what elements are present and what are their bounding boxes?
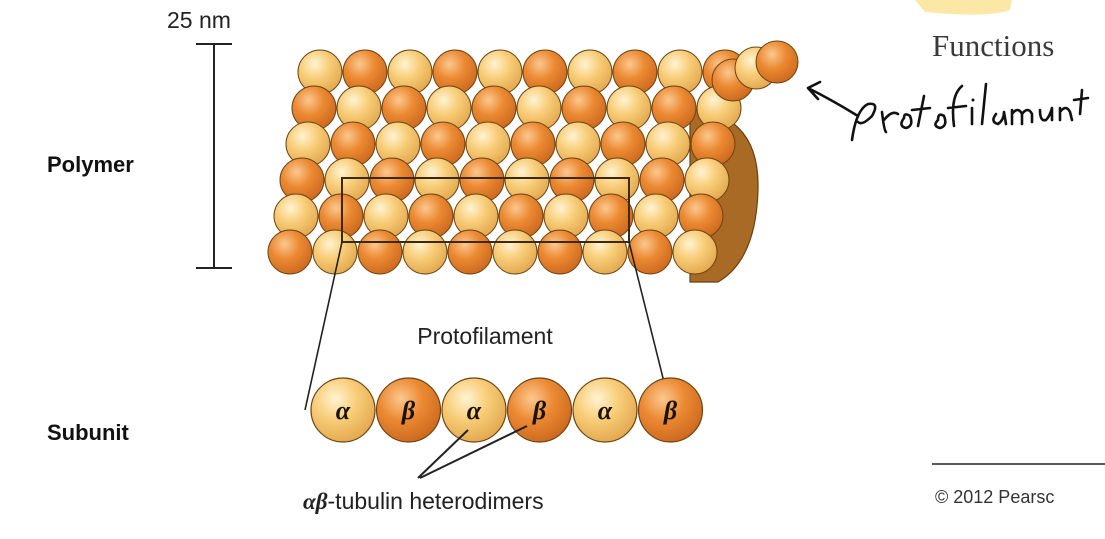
subunit-label: Subunit <box>47 420 130 445</box>
heterodimer-pointers <box>417 425 528 479</box>
beta-tubulin-subunit <box>375 377 442 443</box>
highlighter-mark <box>915 0 1012 15</box>
tubulin-bead <box>402 229 448 275</box>
alpha-symbol: α <box>336 396 351 425</box>
alpha-symbol: α <box>467 396 482 425</box>
microtubule-polymer <box>267 40 799 283</box>
polymer-label: Polymer <box>47 152 134 177</box>
beta-symbol: β <box>532 396 547 425</box>
tubulin-bead <box>627 229 673 275</box>
functions-heading: Functions <box>932 28 1054 63</box>
tubulin-bead <box>357 229 403 275</box>
scale-bar <box>196 43 232 269</box>
protofilament-tip-bead <box>755 40 799 84</box>
beta-tubulin-subunit <box>506 377 573 443</box>
tubulin-bead <box>267 229 313 275</box>
handwritten-arrow <box>806 80 860 118</box>
tubulin-bead <box>537 229 583 275</box>
copyright-text: © 2012 Pearsc <box>935 487 1054 507</box>
handwritten-protofilament-text <box>850 82 1090 142</box>
scale-bar-label: 25 nm <box>167 7 231 33</box>
beta-tubulin-subunit <box>637 377 704 443</box>
tubulin-bead <box>672 229 718 275</box>
heterodimer-prefix: αβ <box>303 489 328 514</box>
alpha-tubulin-subunit <box>441 377 507 443</box>
beta-symbol: β <box>663 396 678 425</box>
handwritten-annotation <box>806 80 1090 142</box>
beta-symbol: β <box>401 396 416 425</box>
heterodimer-caption: αβ-tubulin heterodimers <box>303 488 544 514</box>
protofilament-label: Protofilament <box>417 323 553 349</box>
tubulin-bead <box>492 229 538 275</box>
alpha-symbol: α <box>598 396 613 425</box>
tubulin-bead <box>447 229 493 275</box>
heterodimer-label: -tubulin heterodimers <box>328 488 544 514</box>
alpha-tubulin-subunit <box>310 377 376 443</box>
alpha-tubulin-subunit <box>572 377 638 443</box>
tubulin-bead <box>582 229 628 275</box>
tubulin-bead <box>312 229 358 275</box>
